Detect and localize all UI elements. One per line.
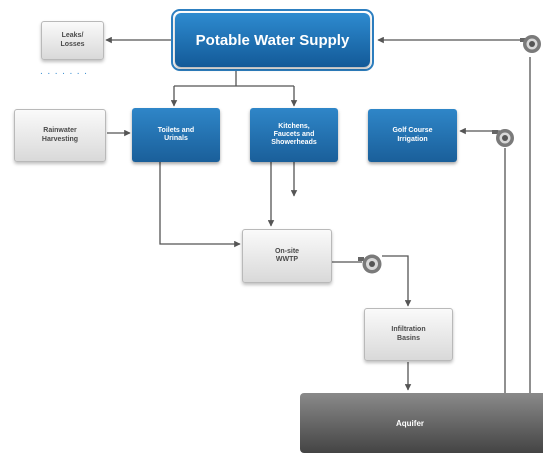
- onsite-wwtp-node: On-site WWTP: [242, 229, 332, 283]
- pump-icon-wwtp: [358, 254, 382, 274]
- arrow-toilets-to-wwtp: [159, 162, 241, 248]
- leaks-losses-node: Leaks/ Losses: [41, 21, 104, 60]
- water-drops-icon: ٠ ٠ ٠ ٠ ٠ ٠ ٠: [39, 68, 88, 78]
- pump-icon-golf: [492, 129, 514, 147]
- kitchens-faucets-showerheads-node: Kitchens, Faucets and Showerheads: [250, 108, 338, 162]
- pump-icon-supply: [520, 35, 541, 53]
- arrow-pump-to-infiltration: [382, 255, 412, 307]
- aquifer-node: Aquifer: [300, 393, 543, 453]
- infiltration-basins-node: Infiltration Basins: [364, 308, 453, 361]
- rainwater-harvesting-node: Rainwater Harvesting: [14, 109, 106, 162]
- toilets-urinals-node: Toilets and Urinals: [132, 108, 220, 162]
- golf-course-irrigation-node: Golf Course Irrigation: [368, 109, 457, 162]
- potable-water-supply-node: Potable Water Supply: [175, 13, 370, 67]
